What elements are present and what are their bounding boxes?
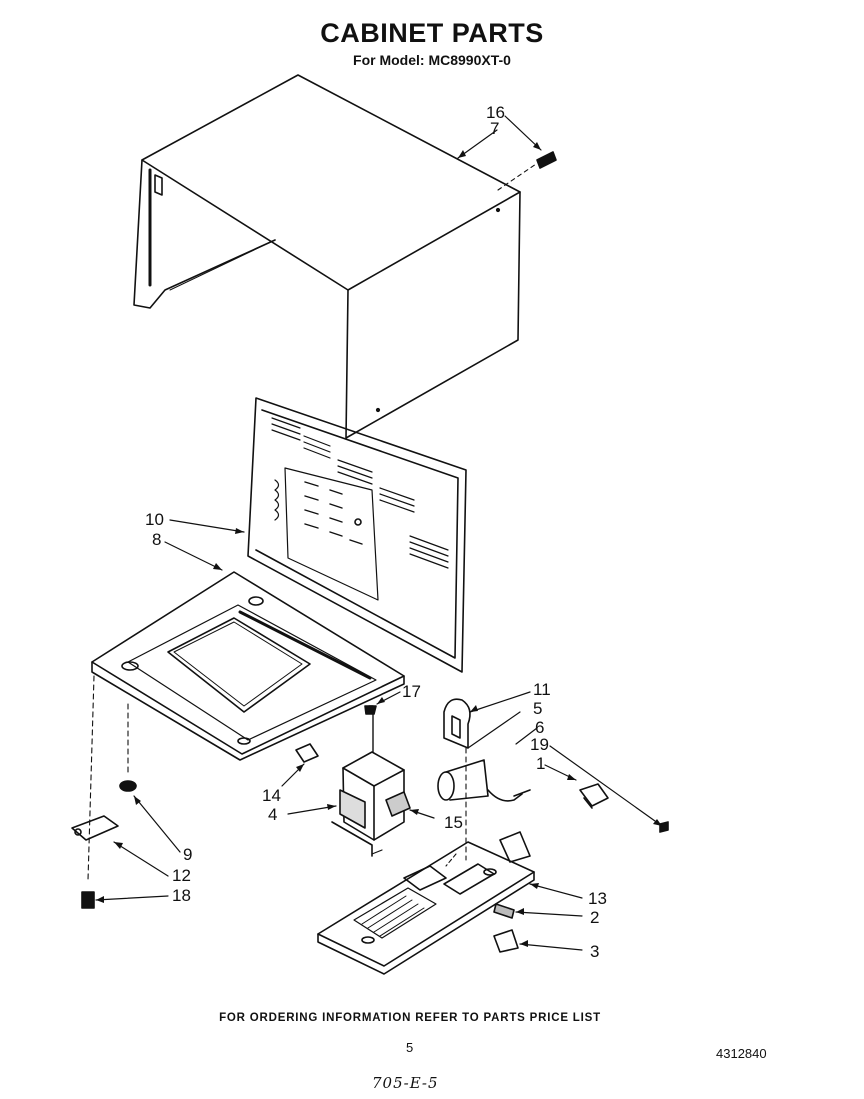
callout-8: 8 — [152, 530, 161, 549]
callout-5: 5 — [533, 699, 542, 718]
screw-part-16 — [536, 151, 557, 169]
callout-12: 12 — [172, 866, 191, 885]
page-number: 5 — [406, 1040, 414, 1055]
callout-18: 18 — [172, 886, 191, 905]
page-title: CABINET PARTS — [320, 18, 544, 48]
callout-16: 16 — [486, 103, 505, 122]
model-number: For Model: MC8990XT-0 — [353, 52, 511, 68]
cabinet-wrapper — [133, 74, 537, 439]
callout-2: 2 — [590, 908, 599, 927]
handwritten-note: 705-E-5 — [372, 1074, 439, 1092]
callout-15: 15 — [444, 813, 463, 832]
capacitor-assembly — [437, 698, 669, 861]
callout-13: 13 — [588, 889, 607, 908]
callout-1: 1 — [536, 754, 545, 773]
bottom-plate — [317, 831, 535, 975]
callout-19: 19 — [530, 735, 549, 754]
document-number: 4312840 — [716, 1046, 767, 1061]
callout-4: 4 — [268, 805, 277, 824]
callout-7: 7 — [490, 119, 499, 138]
callout-9: 9 — [183, 845, 192, 864]
base-plate — [91, 571, 405, 761]
leg-assembly — [71, 675, 137, 909]
transformer — [295, 705, 411, 857]
callout-11: 11 — [533, 680, 551, 699]
ordering-note: FOR ORDERING INFORMATION REFER TO PARTS … — [219, 1012, 601, 1024]
callout-3: 3 — [590, 942, 599, 961]
callout-10: 10 — [145, 510, 164, 529]
callout-17: 17 — [402, 682, 421, 701]
callout-14: 14 — [262, 786, 281, 805]
callout-6: 6 — [535, 718, 544, 737]
back-panel — [247, 397, 467, 673]
